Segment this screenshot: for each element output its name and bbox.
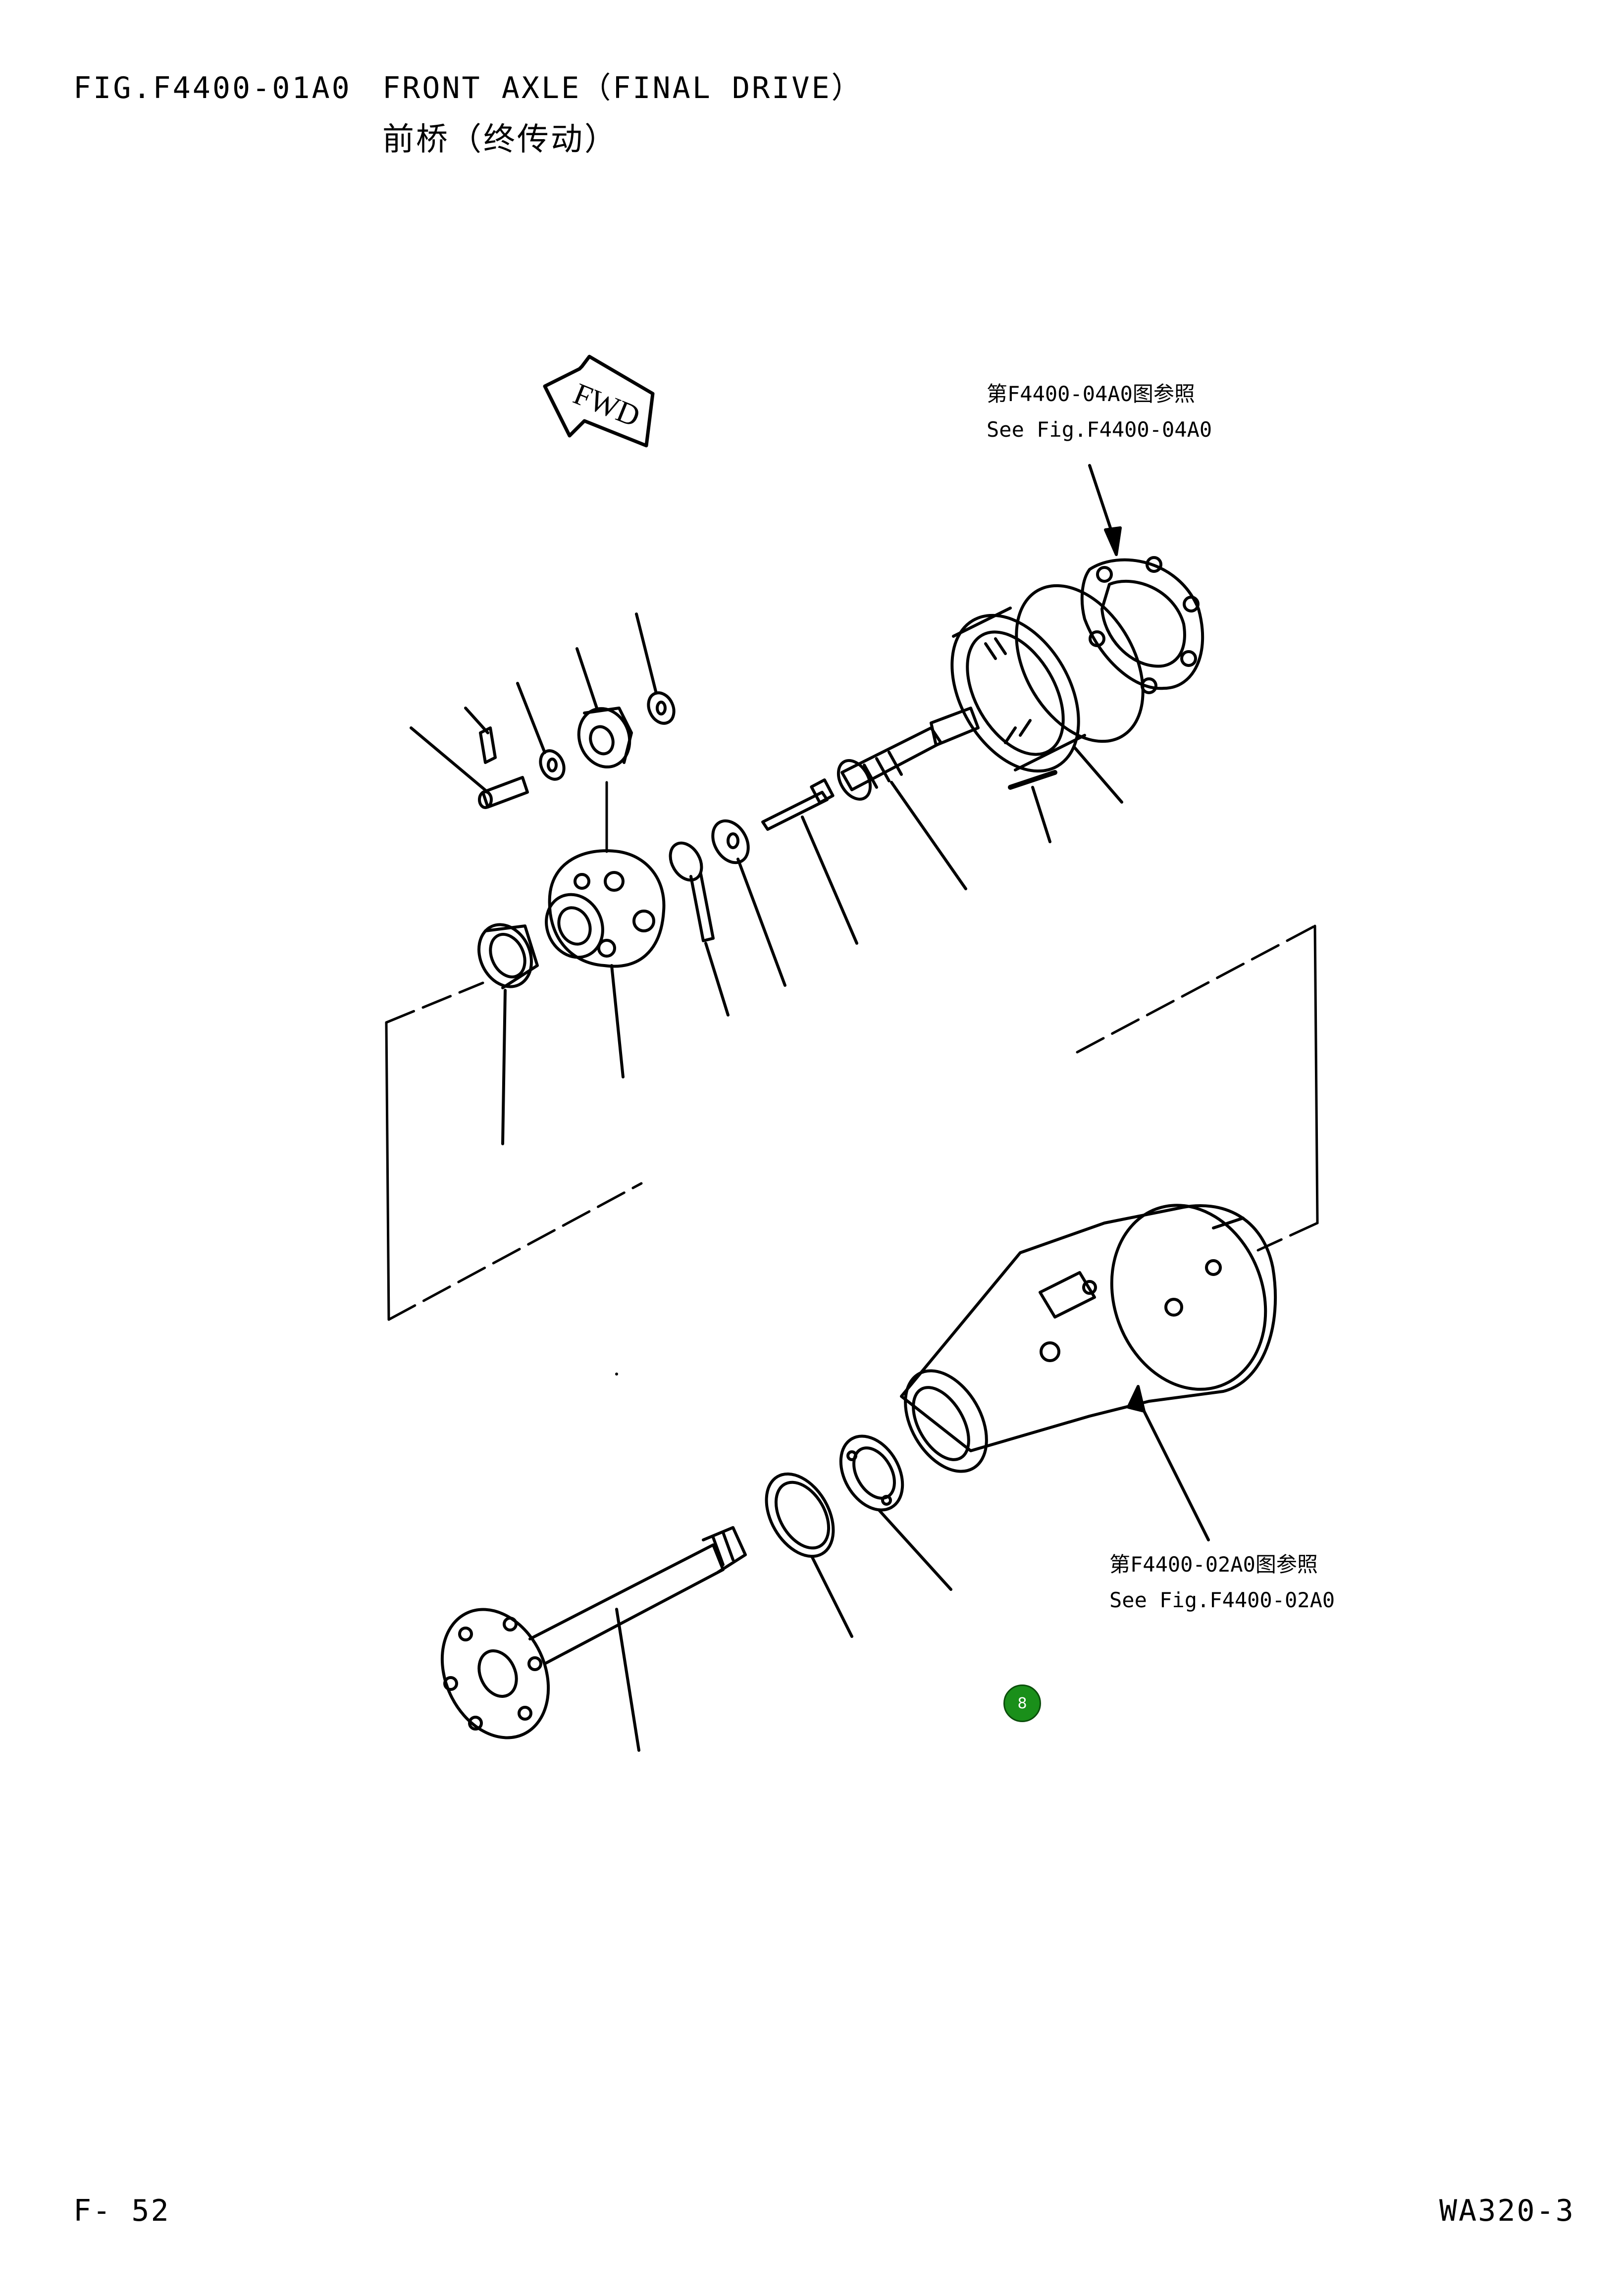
cross-pin: [669, 841, 715, 942]
leader-oil-seal: [811, 1556, 853, 1638]
leader-axle-shaft: [615, 1608, 640, 1752]
nut: [647, 691, 676, 725]
leader-ring-bolt: [1031, 786, 1051, 843]
leader-nut: [635, 612, 658, 695]
reference-arrow-top: [1088, 464, 1122, 556]
leader-bolt: [801, 816, 858, 945]
leader-diff-case: [610, 964, 625, 1078]
oil-seal: [765, 1472, 835, 1558]
bolt: [761, 778, 835, 831]
figure-id: FIG.F4400-01A0: [73, 71, 352, 105]
leader-washer: [736, 858, 786, 987]
figure-title-chinese: 前桥（终传动）: [382, 121, 618, 158]
leader-pinion-shaft: [890, 781, 967, 890]
differential-case: [545, 781, 666, 968]
reference-bottom-en: See Fig.F4400-02A0: [1109, 1588, 1335, 1612]
leader-bearing: [878, 1509, 952, 1591]
leader-ring-gear: [1073, 746, 1123, 804]
reference-top-en: See Fig.F4400-04A0: [987, 417, 1212, 442]
spider-plate: [1080, 556, 1204, 694]
reference-note-bottom: 第F4400-02A0图参照 See Fig.F4400-02A0: [1109, 1547, 1335, 1618]
leader-side-bearing: [501, 989, 507, 1145]
reference-top-cn: 第F4400-04A0图参照: [987, 382, 1195, 406]
fwd-arrow-icon: FWD: [543, 355, 655, 448]
pinion-gear: [577, 707, 633, 768]
ring-gear: [950, 584, 1145, 790]
callout-marker[interactable]: 8: [1003, 1684, 1041, 1722]
axle-shaft: [440, 1526, 747, 1739]
leader-dowel-pin: [410, 726, 489, 794]
figure-title: FRONT AXLE（FINAL DRIVE）: [382, 71, 863, 105]
pinion-shaft: [837, 707, 980, 801]
leader-cross-pin: [704, 942, 730, 1017]
speck: [615, 1373, 618, 1376]
bearing: [839, 1434, 904, 1512]
leader-dowel-upper: [464, 707, 489, 734]
model-number: WA320-3: [1439, 2194, 1575, 2228]
reference-note-top: 第F4400-04A0图参照 See Fig.F4400-04A0: [987, 376, 1212, 448]
reference-arrow-bottom: [1127, 1385, 1210, 1541]
assembly-frame: [385, 924, 1319, 1321]
leader-pinion-gear: [575, 647, 598, 710]
reference-bottom-cn: 第F4400-02A0图参照: [1109, 1552, 1318, 1577]
leader-small-washer: [516, 682, 546, 754]
thrust-washer: [711, 819, 750, 865]
page-number: F- 52: [73, 2194, 170, 2228]
dowel-pin: [478, 726, 529, 809]
side-bearing: [477, 923, 539, 989]
axle-housing: [900, 1204, 1277, 1473]
small-washer: [539, 749, 566, 781]
